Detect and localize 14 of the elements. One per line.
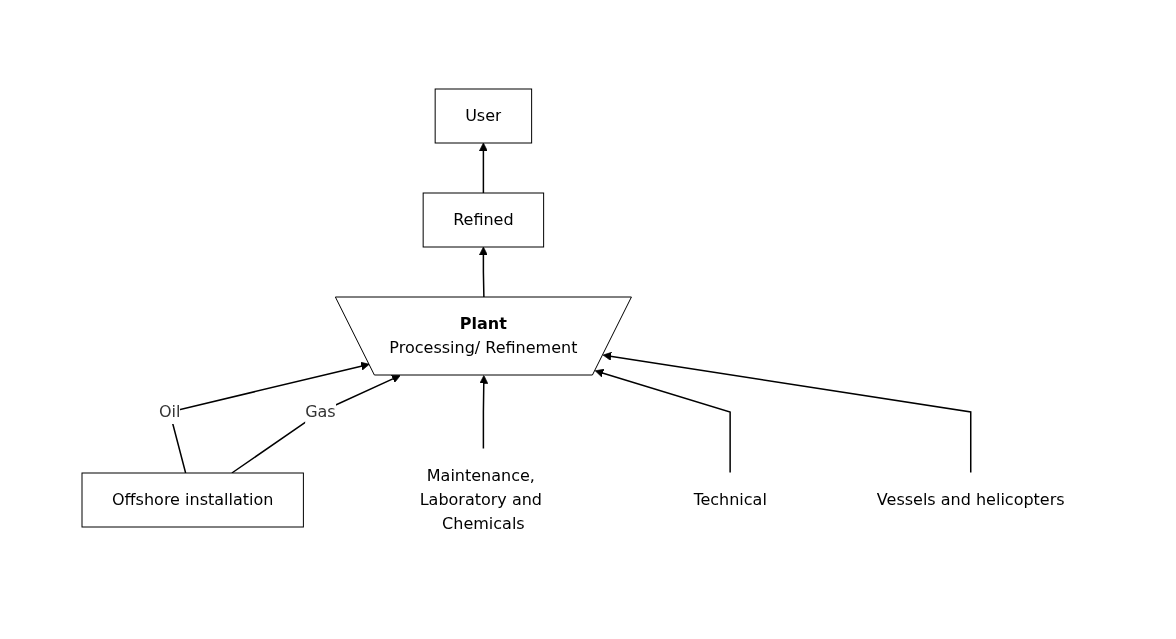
node-text: Technical (693, 489, 767, 509)
arrow (594, 368, 731, 474)
node-box: Refined (422, 192, 544, 247)
node-box: User (434, 88, 532, 143)
arrow (230, 374, 401, 474)
node-text: Vessels and helicopters (876, 489, 1065, 509)
arrow (478, 246, 488, 298)
arrow (602, 351, 972, 474)
arrow (479, 374, 488, 450)
node-text: Maintenance, Laboratory and Chemicals (419, 465, 542, 533)
edge-label: Gas (304, 401, 336, 421)
arrow (478, 142, 488, 194)
node-box: Offshore installation (81, 472, 304, 527)
edge-label: Oil (158, 401, 181, 421)
